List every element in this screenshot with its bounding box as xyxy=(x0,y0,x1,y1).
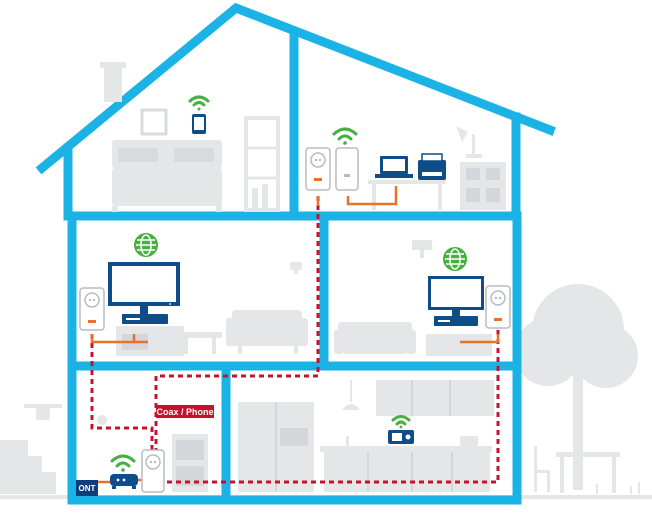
wifi-icon xyxy=(391,415,411,429)
laptop-icon xyxy=(375,156,413,178)
router-icon xyxy=(110,474,138,489)
devices: ONT xyxy=(76,114,511,496)
wifi-icon xyxy=(332,127,358,145)
coax-phone-text: Coax / Phone xyxy=(156,407,213,417)
house-frame xyxy=(35,2,556,505)
tv-icon xyxy=(108,262,180,324)
powerline-adapter-icon xyxy=(335,147,359,191)
powerline-adapter-icon xyxy=(79,287,105,331)
ont-label: ONT xyxy=(79,484,96,493)
powerline-adapter-icon xyxy=(141,449,165,493)
powerline-adapter-icon xyxy=(485,285,511,329)
tablet-icon xyxy=(192,114,206,134)
globe-icon xyxy=(134,233,158,257)
cabling xyxy=(90,186,500,484)
globe-icon xyxy=(443,247,467,271)
tv-icon xyxy=(428,276,484,326)
radio-device-icon xyxy=(388,430,414,444)
ont-box-icon: ONT xyxy=(76,480,98,496)
wifi-icon xyxy=(110,454,136,472)
wifi-icons xyxy=(110,95,411,472)
printer-icon xyxy=(418,153,446,180)
wifi-icon xyxy=(188,95,210,111)
coax-phone-label: Coax / Phone xyxy=(156,405,214,418)
globe-icons xyxy=(134,233,467,271)
powerline-adapter-icon xyxy=(305,147,331,191)
